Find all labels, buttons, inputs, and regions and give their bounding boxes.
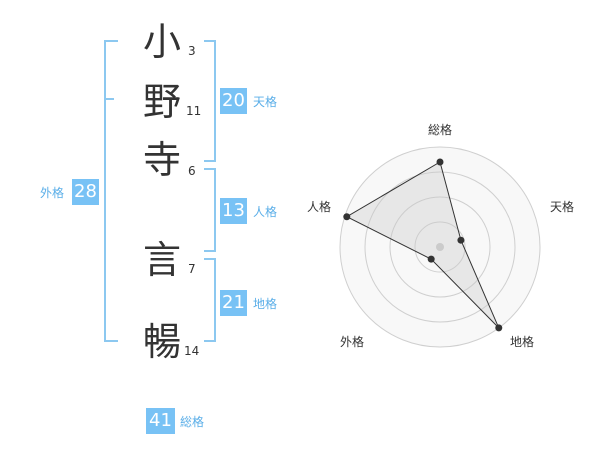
- name-char-1: 小: [142, 20, 181, 64]
- radar-point-3: [495, 324, 503, 332]
- jinkaku-label: 人格: [253, 205, 278, 219]
- name-char-5: 暢: [142, 320, 181, 364]
- chikaku-label: 地格: [253, 297, 278, 311]
- radar-point-5: [343, 213, 351, 221]
- gaikaku-bracket: [104, 40, 118, 342]
- chikaku-badge: 21: [220, 290, 247, 316]
- soukaku-label: 総格: [180, 415, 205, 429]
- stroke-count-3: 6: [188, 164, 196, 178]
- stroke-count-5: 14: [184, 344, 200, 358]
- gaikaku-label: 外格: [40, 186, 65, 200]
- radar-grid-ring: [414, 221, 466, 273]
- name-char-2: 野: [142, 80, 181, 124]
- radar-grid-ring: [364, 171, 516, 323]
- tenkaku-badge: 20: [220, 88, 247, 114]
- stroke-count-2: 11: [186, 104, 202, 118]
- radar-grid-ring: [389, 196, 491, 298]
- tenkaku-bracket: [204, 40, 216, 162]
- radar-axis-label: 外格: [340, 334, 364, 349]
- radar-center-dot: [436, 243, 444, 251]
- radar-point-2: [457, 236, 465, 244]
- soukaku-badge: 41: [146, 408, 175, 434]
- radar-point-1: [436, 158, 444, 166]
- radar-axis-label: 人格: [307, 199, 331, 214]
- chikaku-bracket: [204, 258, 216, 342]
- radar-axis-label: 地格: [510, 334, 534, 349]
- tenkaku-label: 天格: [253, 95, 278, 109]
- stroke-count-1: 3: [188, 44, 196, 58]
- jinkaku-bracket: [204, 168, 216, 252]
- name-char-4: 言: [142, 238, 181, 282]
- radar-point-4: [427, 255, 435, 263]
- radar-data-polygon: [345, 161, 500, 329]
- radar-axis-label: 天格: [550, 199, 574, 214]
- stroke-count-4: 7: [188, 262, 196, 276]
- name-char-3: 寺: [142, 138, 181, 182]
- radar-axis-label: 総格: [428, 122, 452, 137]
- gaikaku-badge: 28: [72, 179, 99, 205]
- jinkaku-badge: 13: [220, 198, 247, 224]
- gaikaku-bracket-tick: [104, 98, 114, 100]
